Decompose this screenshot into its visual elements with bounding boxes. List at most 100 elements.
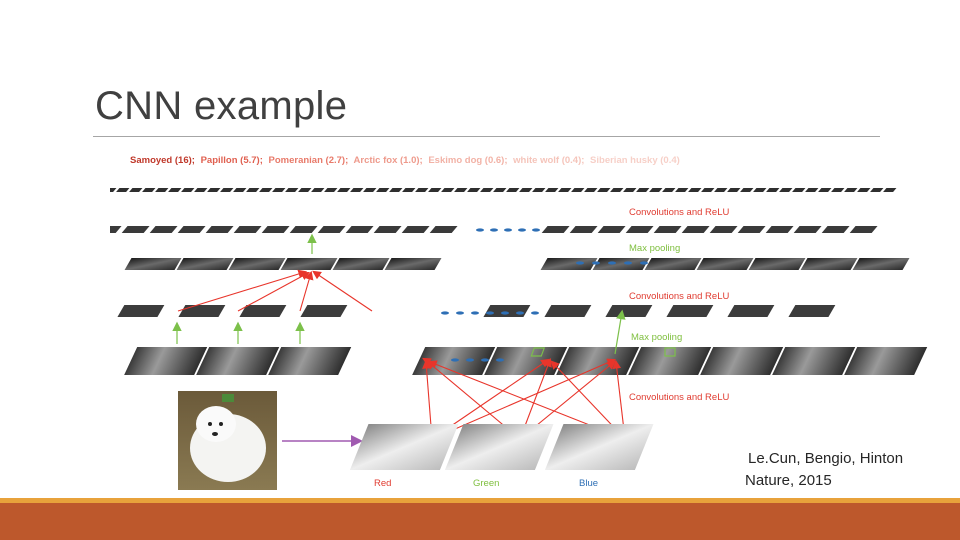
feature-map <box>779 188 793 192</box>
class-score: Siberian husky (0.4) <box>590 155 680 166</box>
class-score: white wolf (0.4); <box>512 155 584 166</box>
feature-map <box>483 305 531 317</box>
feature-map <box>883 188 897 192</box>
feature-map <box>766 188 780 192</box>
feature-map <box>373 226 402 233</box>
feature-row-top <box>110 188 897 192</box>
feature-map <box>544 305 592 317</box>
feature-map <box>289 226 318 233</box>
feature-map <box>852 258 910 270</box>
feature-map <box>571 188 585 192</box>
feature-map <box>402 188 416 192</box>
feature-map <box>740 188 754 192</box>
ellipsis-dot <box>576 261 584 265</box>
feature-map <box>116 188 130 192</box>
feature-map <box>142 188 156 192</box>
feature-map <box>493 188 507 192</box>
feature-map <box>675 188 689 192</box>
feature-map <box>300 305 348 317</box>
footer-bar <box>0 503 960 540</box>
feature-map <box>844 188 858 192</box>
feature-map <box>205 226 234 233</box>
feature-map <box>857 188 871 192</box>
ellipsis-dot <box>490 228 498 232</box>
ellipsis-dots <box>441 228 648 362</box>
feature-map <box>556 347 640 375</box>
ellipsis-dot <box>476 228 484 232</box>
slide-title: CNN example <box>95 84 348 128</box>
feature-map <box>207 188 221 192</box>
layer-label-conv-bottom: Convolutions and ReLU <box>629 392 729 403</box>
feature-map <box>324 188 338 192</box>
feature-map <box>584 188 598 192</box>
feature-map <box>124 347 208 375</box>
feature-map <box>541 226 570 233</box>
ellipsis-dot <box>486 311 494 315</box>
feature-map <box>597 226 626 233</box>
feature-map <box>737 226 766 233</box>
feature-map <box>831 188 845 192</box>
feature-map <box>748 258 806 270</box>
feature-map <box>233 226 262 233</box>
class-score: Samoyed (16); <box>130 155 195 166</box>
feature-map <box>605 305 653 317</box>
feature-map <box>700 347 784 375</box>
feature-map <box>688 188 702 192</box>
ellipsis-dot <box>451 358 459 362</box>
feature-map <box>649 188 663 192</box>
ellipsis-dot <box>592 261 600 265</box>
feature-map <box>239 305 287 317</box>
feature-map <box>110 226 122 233</box>
pool-markers <box>530 347 676 357</box>
feature-map <box>129 188 143 192</box>
feature-map <box>332 258 390 270</box>
citation: Le.Cun, Bengio, Hinton Nature, 2015 <box>745 448 903 492</box>
feature-map <box>467 188 481 192</box>
feature-row-2 <box>110 226 878 233</box>
feature-map <box>117 305 165 317</box>
feature-map <box>753 188 767 192</box>
layer-label-conv-mid: Convolutions and ReLU <box>629 291 729 302</box>
feature-row-3 <box>124 258 910 270</box>
feature-map <box>177 226 206 233</box>
rgb-channels <box>349 424 654 470</box>
feature-map <box>261 226 290 233</box>
feature-map <box>110 188 117 192</box>
feature-map <box>793 226 822 233</box>
feature-map <box>765 226 794 233</box>
input-dog-photo <box>178 391 277 490</box>
ellipsis-dot <box>501 311 509 315</box>
layer-label-pool-mid: Max pooling <box>631 332 682 343</box>
feature-map <box>506 188 520 192</box>
feature-map <box>849 226 878 233</box>
ellipsis-dot <box>456 311 464 315</box>
feature-map <box>178 305 226 317</box>
ellipsis-dot <box>624 261 632 265</box>
feature-map <box>441 188 455 192</box>
feature-map <box>345 226 374 233</box>
feature-map <box>194 188 208 192</box>
feature-map <box>233 188 247 192</box>
feature-map <box>714 188 728 192</box>
layer-label-pool-top: Max pooling <box>629 243 680 254</box>
class-scores: Samoyed (16); Papillon (5.7); Pomeranian… <box>130 155 680 166</box>
feature-map <box>317 226 346 233</box>
feature-map <box>592 258 650 270</box>
ellipsis-dot <box>496 358 504 362</box>
layer-label-conv-top: Convolutions and ReLU <box>629 207 729 218</box>
feature-map <box>540 258 598 270</box>
feature-map <box>696 258 754 270</box>
feature-map <box>246 188 260 192</box>
citation-authors: Le.Cun, Bengio, Hinton <box>748 450 904 467</box>
feature-map <box>428 188 442 192</box>
feature-map <box>272 188 286 192</box>
feature-map <box>727 188 741 192</box>
feature-map <box>484 347 568 375</box>
feature-map <box>285 188 299 192</box>
feature-map <box>311 188 325 192</box>
feature-map <box>532 188 546 192</box>
feature-row-4 <box>117 305 836 317</box>
feature-map <box>121 226 150 233</box>
feature-map <box>666 305 714 317</box>
footer-accent-bar <box>0 498 960 503</box>
